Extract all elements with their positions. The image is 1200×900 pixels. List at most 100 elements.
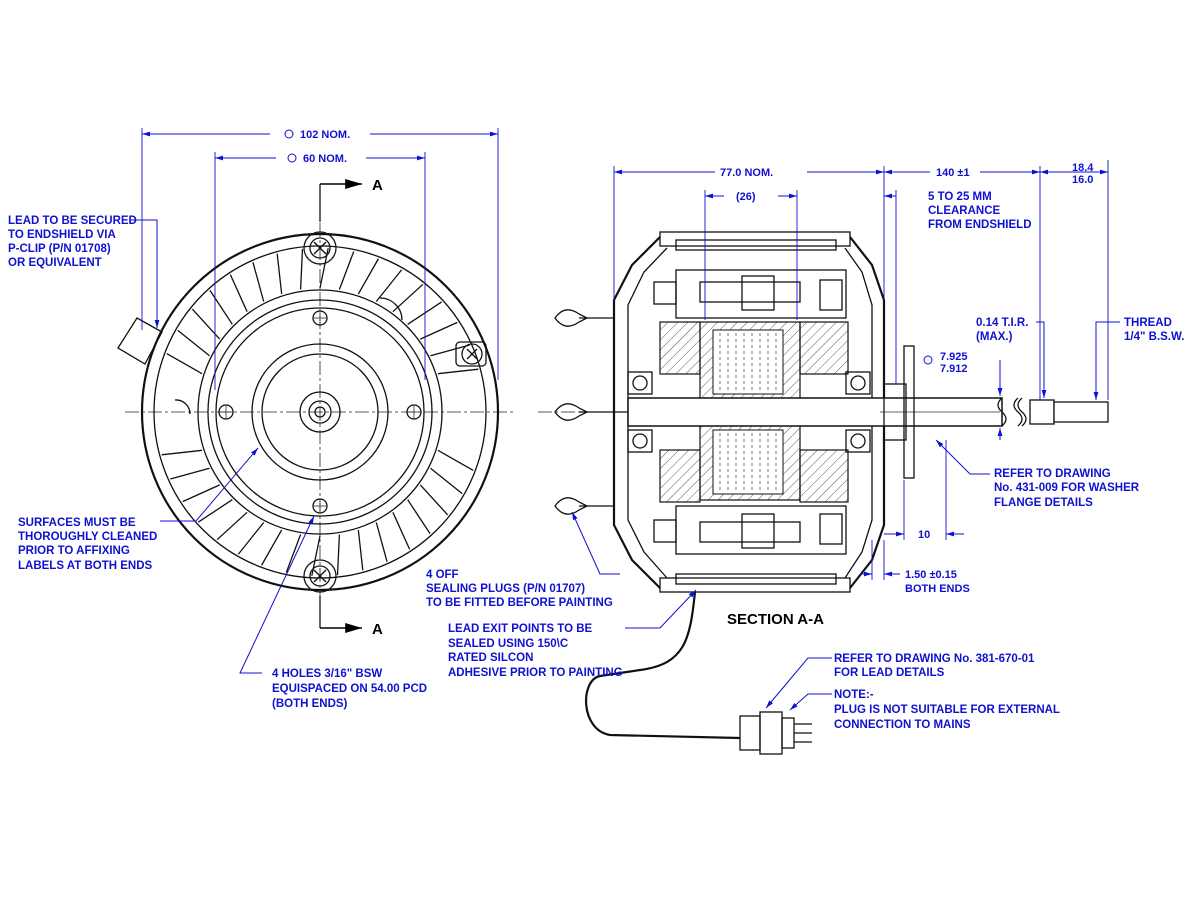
cooling-fin (237, 522, 265, 555)
svg-text:NOTE:-: NOTE:- (834, 689, 874, 701)
cooling-fin (198, 499, 233, 523)
cooling-fin (191, 308, 221, 340)
svg-text:EQUISPACED ON 54.00 PCD: EQUISPACED ON 54.00 PCD (272, 683, 427, 695)
svg-text:CLEARANCE: CLEARANCE (928, 205, 1001, 217)
screw-top (303, 231, 337, 265)
note-surfaces: SURFACES MUST BE THOROUGHLY CLEANED PRIO… (18, 517, 157, 572)
svg-text:No. 431-009 FOR WASHER: No. 431-009 FOR WASHER (994, 482, 1140, 494)
front-view (117, 178, 515, 634)
shaft-end (308, 400, 332, 424)
note-plug: NOTE:- PLUG IS NOT SUITABLE FOR EXTERNAL… (834, 689, 1060, 731)
svg-text:SURFACES MUST BE: SURFACES MUST BE (18, 517, 136, 529)
cooling-fin (357, 529, 364, 571)
cooling-fin (375, 269, 403, 302)
front-bearing (845, 371, 871, 453)
svg-text:LEAD TO BE SECURED: LEAD TO BE SECURED (8, 215, 137, 227)
washer-flange (903, 345, 915, 479)
svg-text:TO ENDSHIELD VIA: TO ENDSHIELD VIA (8, 229, 116, 241)
cooling-fin (182, 484, 220, 503)
dim-10: 10 (918, 529, 930, 541)
note-tir: 0.14 T.I.R. (MAX.) (976, 317, 1028, 343)
front-leaders (130, 219, 315, 674)
cooling-fin (285, 534, 302, 573)
dim-16-0: 16.0 (1072, 174, 1093, 186)
cooling-fin (392, 283, 424, 313)
cooling-fin (161, 449, 203, 456)
cooling-fin (407, 499, 431, 534)
dim-shaft-lo: 7.912 (940, 363, 968, 375)
note-lead-exit: LEAD EXIT POINTS TO BE SEALED USING 150\… (448, 623, 623, 679)
endshield-face (215, 307, 425, 517)
sealing-plugs (554, 309, 628, 515)
cooling-fin (252, 262, 265, 302)
rear-bearing (627, 371, 653, 453)
cooling-fin (261, 529, 283, 566)
svg-text:REFER TO DRAWING: REFER TO DRAWING (994, 468, 1111, 480)
cooling-fin (437, 449, 474, 471)
svg-text:CONNECTION TO MAINS: CONNECTION TO MAINS (834, 719, 971, 731)
cooling-fin (375, 522, 388, 562)
outer-housing-ring (140, 232, 500, 592)
svg-text:FLANGE DETAILS: FLANGE DETAILS (994, 497, 1093, 509)
cooling-fin (419, 484, 449, 516)
note-sealing-plugs: 4 OFF SEALING PLUGS (P/N 01707) TO BE FI… (426, 569, 613, 609)
note-lead-details: REFER TO DRAWING No. 381-670-01 FOR LEAD… (834, 653, 1035, 679)
note-thread: THREAD 1/4" B.S.W. (1124, 317, 1184, 343)
cooling-fin (216, 511, 248, 541)
note-lead-secured: LEAD TO BE SECURED TO ENDSHIELD VIA P-CL… (8, 215, 137, 269)
svg-text:PLUG IS NOT SUITABLE FOR EXTER: PLUG IS NOT SUITABLE FOR EXTERNAL (834, 704, 1060, 716)
side-lobe (379, 297, 403, 321)
dim-1-50: 1.50 ±0.15 (905, 569, 957, 581)
svg-text:LABELS AT BOTH ENDS: LABELS AT BOTH ENDS (18, 560, 152, 572)
lead-wire (584, 591, 741, 740)
svg-text:4 HOLES 3/16" BSW: 4 HOLES 3/16" BSW (272, 668, 382, 680)
svg-text:THREAD: THREAD (1124, 317, 1172, 329)
svg-text:FROM ENDSHIELD: FROM ENDSHIELD (928, 219, 1032, 231)
svg-text:P-CLIP (P/N 01708): P-CLIP (P/N 01708) (8, 243, 111, 255)
cooling-fin (170, 467, 210, 480)
section-leaders (571, 321, 1120, 711)
screw-bottom (303, 559, 337, 593)
dim-18-4: 18.4 (1072, 162, 1094, 174)
section-dimensions (613, 160, 1109, 580)
threaded-shaft-end (1053, 401, 1109, 423)
cable-gland (117, 317, 163, 365)
svg-text:PRIOR TO AFFIXING: PRIOR TO AFFIXING (18, 545, 130, 557)
dim-77: 77.0 NOM. (720, 167, 773, 179)
cooling-fin (430, 467, 463, 495)
cooling-fin (357, 258, 379, 295)
svg-text:OR EQUIVALENT: OR EQUIVALENT (8, 257, 102, 269)
svg-text:FOR LEAD DETAILS: FOR LEAD DETAILS (834, 667, 945, 679)
svg-text:(BOTH ENDS): (BOTH ENDS) (272, 698, 348, 710)
svg-text:SEALED USING 150\C: SEALED USING 150\C (448, 638, 568, 650)
section-view (538, 231, 1109, 755)
earth-screw (455, 341, 487, 367)
cooling-fin (336, 534, 341, 576)
svg-text:SEALING PLUGS (P/N 01707): SEALING PLUGS (P/N 01707) (426, 583, 585, 595)
front-dimensions (141, 126, 499, 390)
svg-text:(MAX.): (MAX.) (976, 331, 1013, 343)
svg-text:1/4" B.S.W.: 1/4" B.S.W. (1124, 331, 1184, 343)
svg-text:5 TO 25 MM: 5 TO 25 MM (928, 191, 992, 203)
cooling-fin (299, 248, 304, 290)
dim-102: 102 NOM. (300, 129, 350, 141)
section-mark-top: A (372, 177, 383, 194)
cooling-fin (229, 274, 248, 312)
svg-text:THOROUGHLY CLEANED: THOROUGHLY CLEANED (18, 531, 157, 543)
section-mark-bottom: A (372, 621, 383, 638)
note-washer: REFER TO DRAWING No. 431-009 FOR WASHER … (994, 468, 1140, 509)
cooling-fin (392, 512, 411, 550)
note-clearance: 5 TO 25 MM CLEARANCE FROM ENDSHIELD (928, 191, 1032, 231)
dim-140: 140 ±1 (936, 167, 970, 179)
dim-shaft-hi: 7.925 (940, 351, 968, 363)
cooling-fin (311, 535, 321, 576)
note-holes: 4 HOLES 3/16" BSW EQUISPACED ON 54.00 PC… (272, 668, 427, 710)
dim-26: (26) (736, 191, 756, 203)
cooling-fin (338, 251, 355, 290)
cooling-fin (430, 344, 470, 357)
mounting-holes (218, 310, 422, 514)
cooling-fin (420, 321, 458, 340)
cooling-fin (166, 353, 203, 375)
svg-text:RATED SILCON: RATED SILCON (448, 652, 533, 664)
